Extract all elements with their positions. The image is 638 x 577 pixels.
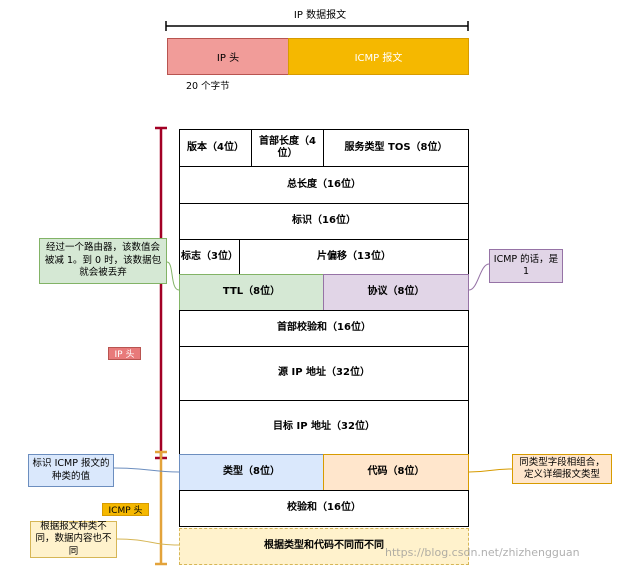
ip-header-bracket-text: IP 头 [114, 350, 135, 360]
flags-field: 标志（3位） [179, 239, 240, 275]
protocol-note: ICMP 的话，是 1 [489, 249, 563, 283]
source-ip-field: 源 IP 地址（32位） [179, 346, 469, 401]
header-checksum-field: 首部校验和（16位） [179, 310, 469, 347]
icmp-variable-field: 根据类型和代码不同而不同 [179, 528, 469, 565]
header-length-field: 首部长度（4位） [251, 129, 324, 167]
total-length-field: 总长度（16位） [179, 166, 469, 204]
datagram-label: IP 数据报文 [293, 10, 347, 21]
code-note: 同类型字段相组合，定义详细报文类型 [512, 454, 612, 484]
ip-header-bracket-label: IP 头 [108, 347, 141, 360]
identification-field: 标识（16位） [179, 203, 469, 240]
ip-header-bar: IP 头 [167, 38, 289, 75]
icmp-type-field: 类型（8位） [179, 454, 324, 491]
version-field: 版本（4位） [179, 129, 252, 167]
bytes-label: 20 个字节 [186, 81, 230, 92]
ip-header-bar-label: IP 头 [216, 53, 240, 64]
destination-ip-field: 目标 IP 地址（32位） [179, 400, 469, 455]
ttl-field: TTL（8位） [179, 274, 324, 311]
icmp-checksum-field: 校验和（16位） [179, 490, 469, 527]
ttl-note: 经过一个路由器，该数值会被减 1。到 0 时，该数据包就会被丢弃 [39, 238, 167, 284]
icmp-header-bracket-text: ICMP 头 [108, 506, 143, 516]
icmp-header-bracket [155, 450, 167, 566]
type-note: 标识 ICMP 报文的种类的值 [28, 454, 114, 487]
variable-note: 根据报文种类不同，数据内容也不同 [30, 521, 117, 558]
icmp-message-bar-label: ICMP 报文 [354, 53, 403, 64]
protocol-field: 协议（8位） [323, 274, 469, 311]
icmp-header-bracket-label: ICMP 头 [102, 503, 149, 516]
tos-field: 服务类型 TOS（8位） [323, 129, 469, 167]
icmp-message-bar: ICMP 报文 [288, 38, 469, 75]
watermark: https://blog.csdn.net/zhizhengguan [385, 546, 580, 559]
fragment-offset-field: 片偏移（13位） [239, 239, 469, 275]
datagram-span-arrow [165, 21, 469, 31]
